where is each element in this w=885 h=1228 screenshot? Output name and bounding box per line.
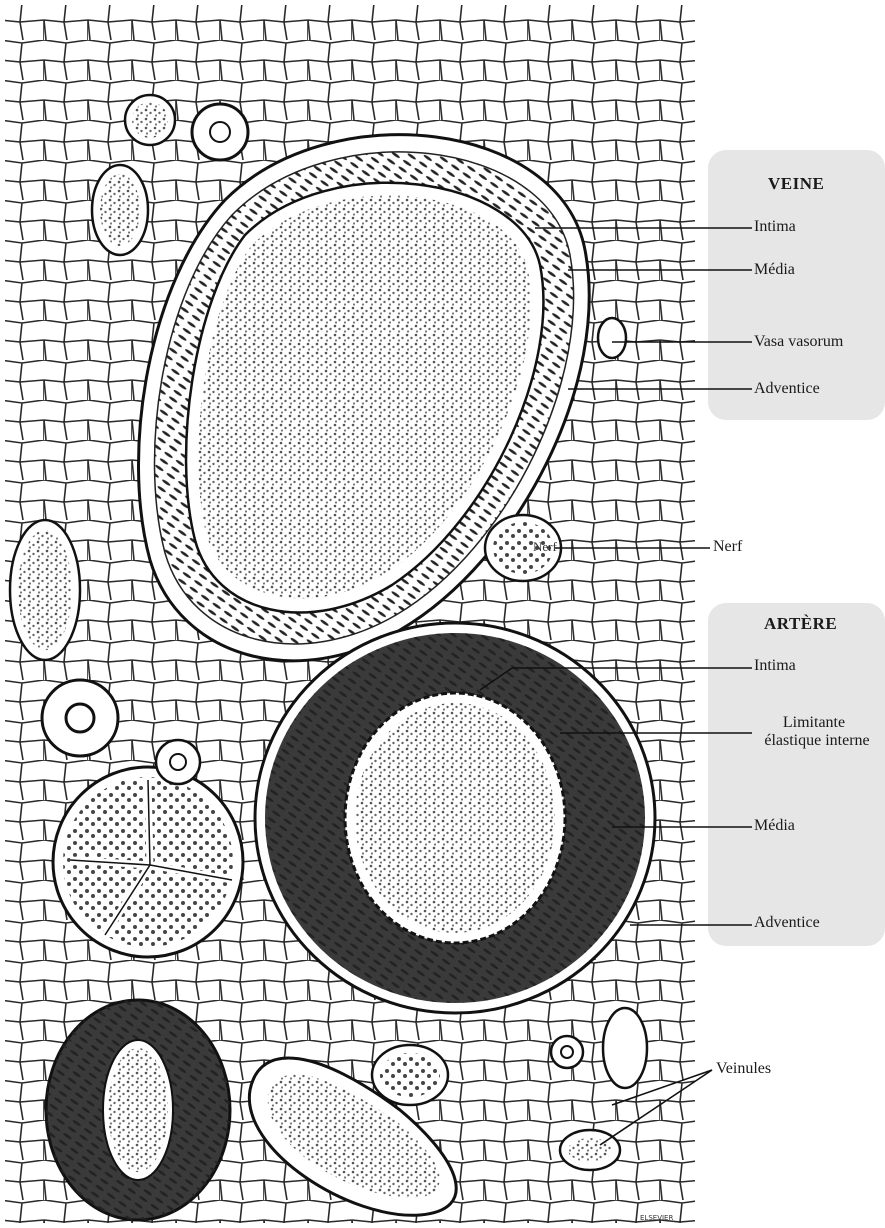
veine-media-label: Média: [754, 261, 795, 279]
veinules-label: Veinules: [716, 1060, 771, 1078]
artere-adventice-label: Adventice: [754, 914, 820, 932]
artere-media-label: Média: [754, 817, 795, 835]
veine-intima-label: Intima: [754, 218, 796, 236]
nerve-bundle-left: [53, 767, 243, 957]
veine-vasa-vasorum-label: Vasa vasorum: [754, 333, 843, 351]
veine-title: VEINE: [768, 174, 824, 194]
nerf-label: Nerf: [713, 538, 742, 556]
artere-limitante-line2: élastique interne: [752, 732, 882, 750]
artere-title: ARTÈRE: [764, 614, 837, 634]
artere-intima-label: Intima: [754, 657, 796, 675]
nerf-inner-label: Nerf: [533, 538, 557, 556]
small-artery-bottom-left: [46, 1000, 230, 1220]
artere-limitante-line1: Limitante: [760, 714, 868, 732]
artery: [255, 623, 655, 1013]
veine-adventice-label: Adventice: [754, 380, 820, 398]
corner-mark: ELSEVIER: [640, 1214, 673, 1222]
artere-panel-bg: [708, 603, 885, 946]
